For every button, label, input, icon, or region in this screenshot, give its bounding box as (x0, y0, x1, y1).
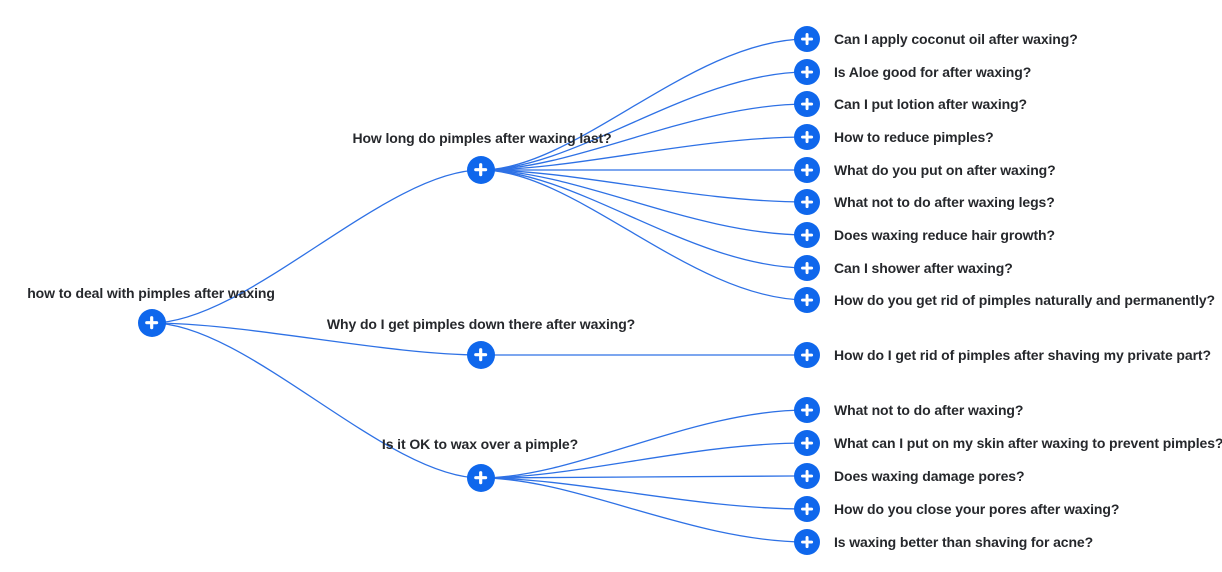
edge-line (480, 38, 808, 171)
edge-line (480, 103, 808, 171)
edge-line (151, 322, 482, 356)
edge-line (480, 442, 808, 479)
plus-icon (800, 502, 814, 516)
leaf-question-label: What not to do after waxing legs? (834, 194, 1055, 210)
leaf-question-label: Does waxing damage pores? (834, 468, 1025, 484)
leaf-node-toggle-button[interactable] (794, 430, 820, 456)
leaf-node-toggle-button[interactable] (794, 287, 820, 313)
branch-node-toggle-button[interactable] (467, 464, 495, 492)
leaf-question-label: What not to do after waxing? (834, 402, 1024, 418)
branch-node-toggle-button[interactable] (467, 156, 495, 184)
edge-line (480, 477, 808, 543)
plus-icon (145, 316, 159, 330)
branch-question-label: How long do pimples after waxing last? (352, 130, 612, 146)
edge-line (480, 169, 808, 203)
leaf-node-toggle-button[interactable] (794, 496, 820, 522)
edge-line (151, 169, 482, 324)
leaf-node-toggle-button[interactable] (794, 529, 820, 555)
leaf-question-label: Can I put lotion after waxing? (834, 96, 1028, 112)
leaf-question-label: Can I apply coconut oil after waxing? (834, 31, 1078, 47)
branch-question-label: Is it OK to wax over a pimple? (381, 436, 579, 452)
branch-question-label: Why do I get pimples down there after wa… (326, 316, 636, 332)
leaf-question-label: Is waxing better than shaving for acne? (834, 534, 1094, 550)
leaf-node-toggle-button[interactable] (794, 59, 820, 85)
edge-line (480, 169, 808, 269)
plus-icon (800, 195, 814, 209)
leaf-question-label: Is Aloe good for after waxing? (834, 64, 1032, 80)
edge-line (480, 475, 808, 479)
root-node-toggle-button[interactable] (138, 309, 166, 337)
plus-icon (800, 163, 814, 177)
edge-line (480, 169, 808, 301)
leaf-node-toggle-button[interactable] (794, 26, 820, 52)
leaf-question-label: How do you close your pores after waxing… (834, 501, 1120, 517)
edge-line (480, 409, 808, 479)
leaf-question-label: How do I get rid of pimples after shavin… (834, 347, 1211, 363)
leaf-node-toggle-button[interactable] (794, 189, 820, 215)
leaf-question-label: What do you put on after waxing? (834, 162, 1056, 178)
plus-icon (800, 32, 814, 46)
edge-line (480, 477, 808, 510)
branch-node-toggle-button[interactable] (467, 341, 495, 369)
plus-icon (474, 471, 488, 485)
leaf-node-toggle-button[interactable] (794, 124, 820, 150)
plus-icon (800, 261, 814, 275)
plus-icon (800, 228, 814, 242)
leaf-node-toggle-button[interactable] (794, 342, 820, 368)
edge-line (151, 322, 482, 479)
leaf-node-toggle-button[interactable] (794, 255, 820, 281)
leaf-question-label: What can I put on my skin after waxing t… (834, 435, 1222, 451)
leaf-node-toggle-button[interactable] (794, 463, 820, 489)
plus-icon (800, 348, 814, 362)
plus-icon (474, 348, 488, 362)
leaf-question-label: Does waxing reduce hair growth? (834, 227, 1055, 243)
plus-icon (800, 130, 814, 144)
plus-icon (800, 436, 814, 450)
edge-line (480, 169, 808, 236)
leaf-question-label: How to reduce pimples? (834, 129, 994, 145)
plus-icon (800, 469, 814, 483)
edge-line (480, 71, 808, 171)
leaf-node-toggle-button[interactable] (794, 222, 820, 248)
plus-icon (800, 403, 814, 417)
leaf-node-toggle-button[interactable] (794, 91, 820, 117)
plus-icon (800, 293, 814, 307)
edge-line (480, 136, 808, 171)
leaf-node-toggle-button[interactable] (794, 397, 820, 423)
plus-icon (800, 535, 814, 549)
leaf-node-toggle-button[interactable] (794, 157, 820, 183)
plus-icon (800, 65, 814, 79)
leaf-question-label: Can I shower after waxing? (834, 260, 1013, 276)
leaf-question-label: How do you get rid of pimples naturally … (834, 292, 1216, 308)
root-question-label: how to deal with pimples after waxing (27, 285, 275, 301)
plus-icon (474, 163, 488, 177)
plus-icon (800, 97, 814, 111)
